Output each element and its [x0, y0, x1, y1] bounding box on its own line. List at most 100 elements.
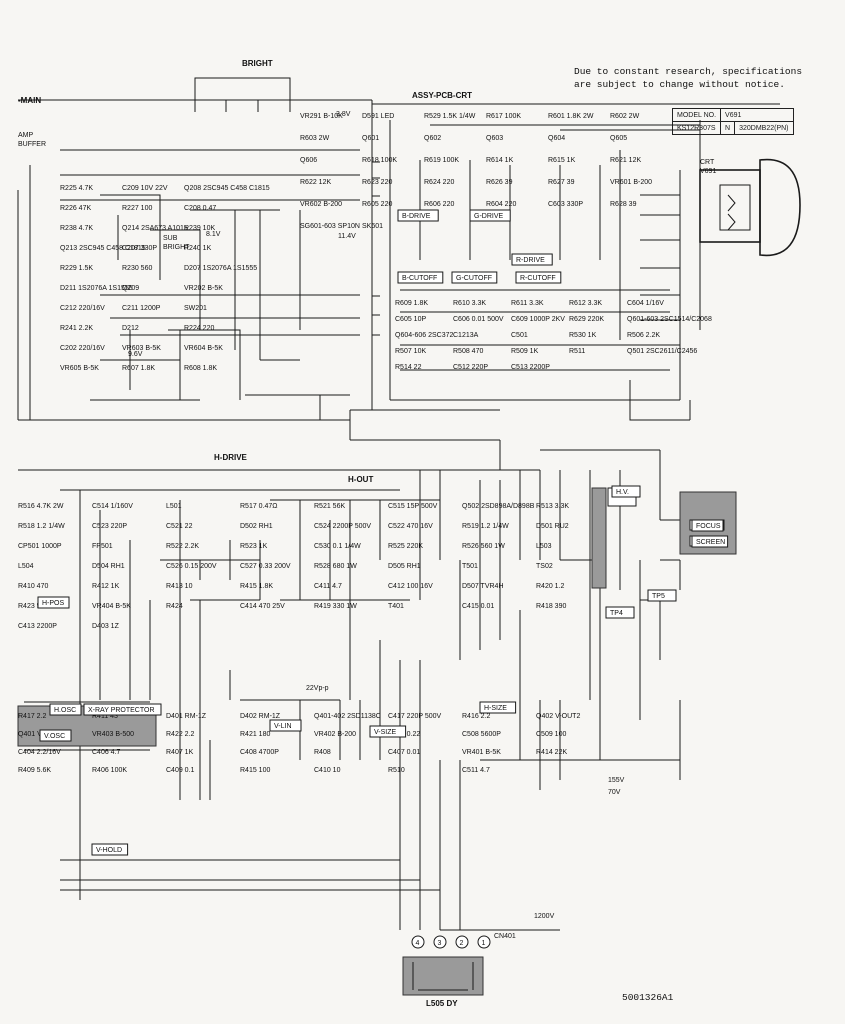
component-label: C521 22 — [166, 523, 193, 530]
component-label: R602 2W — [610, 113, 640, 120]
deflection-yoke — [402, 956, 484, 996]
section-bright: BRIGHT — [163, 244, 190, 251]
component-label: VR604 B-5K — [184, 345, 223, 352]
component-label: R522 2.2K — [166, 543, 199, 550]
component-label: R621 12K — [610, 157, 641, 164]
component-label: VR603 B-5K — [122, 345, 161, 352]
component-label: R614 1K — [486, 157, 514, 164]
component-label: D505 RH1 — [388, 563, 421, 570]
component-label: C415 0.01 — [462, 603, 494, 610]
component-label: C417 220P 500V — [388, 713, 442, 720]
component-label: R530 1K — [569, 332, 597, 339]
section-h-out: H-OUT — [348, 475, 373, 484]
component-label: R622 12K — [300, 179, 331, 186]
component-label: R240 1K — [184, 245, 212, 252]
component-label: Q213 2SC945 C458 C1815 — [60, 245, 146, 252]
component-label: Q402 V-OUT2 — [536, 713, 580, 720]
component-label: C522 470 16V — [388, 523, 433, 530]
component-label: R421 180 — [240, 731, 270, 738]
box-frame — [49, 703, 82, 716]
component-label: C605 10P — [395, 316, 426, 323]
component-label: C212 220/16V — [60, 305, 105, 312]
component-label: SW201 — [184, 305, 207, 312]
component-label: R410 470 — [18, 583, 48, 590]
component-label: C411 4.7 — [314, 583, 342, 590]
component-label: R415 1.8K — [240, 583, 273, 590]
component-label: Q606 — [300, 157, 317, 164]
crt-label: CRT — [700, 159, 715, 166]
box-label: FOCUS — [696, 523, 721, 530]
component-label: R411 43 — [92, 713, 118, 720]
component-label: C501 — [511, 332, 528, 339]
component-label: C508 5600P — [462, 731, 501, 738]
component-label: R417 2.2 — [18, 713, 47, 720]
component-label: R526 560 1W — [462, 543, 505, 550]
component-label: R626 39 — [486, 179, 513, 186]
component-label: C524 2200P 500V — [314, 523, 371, 530]
component-label: Q601-603 2SC1514/C2068 — [627, 316, 712, 323]
connector-cn401: CN401 — [494, 933, 516, 940]
component-label: Q605 — [610, 135, 627, 142]
component-label: FP501 — [92, 543, 113, 550]
component-label: D212 — [122, 325, 139, 332]
component-label: C404 2.2/16V — [18, 749, 61, 756]
section-main: -MAIN — [18, 96, 41, 105]
component-label: R406 100K — [92, 767, 127, 774]
component-label: C207 330P — [122, 245, 157, 252]
box-label: TP5 — [652, 593, 665, 600]
crt-tube — [699, 158, 801, 257]
voltage-label: 1200V — [534, 913, 555, 920]
voltage-label: 3.8V — [336, 111, 351, 118]
box-label: B-DRIVE — [402, 213, 431, 220]
component-label: VR291 B-10K — [300, 113, 343, 120]
component-label: R514 22 — [395, 364, 422, 371]
box-frame — [691, 535, 729, 548]
component-label: T501 — [462, 563, 478, 570]
component-label: D502 RH1 — [240, 523, 273, 530]
box-label: R-CUTOFF — [520, 275, 556, 282]
box-frame — [647, 589, 677, 602]
flyback-transformer — [591, 487, 637, 589]
box-label: X-RAY PROTECTOR — [88, 707, 155, 714]
component-label: C603 330P — [548, 201, 583, 208]
component-label: T401 — [388, 603, 404, 610]
component-label: Q209 — [122, 285, 139, 292]
diagram-code: 5001326A1 — [622, 992, 674, 1003]
voltage-label: 155V — [608, 777, 625, 784]
component-label: R525 220K — [388, 543, 423, 550]
section-amp: AMP — [18, 132, 34, 139]
voltage-label: 70V — [608, 789, 621, 796]
voltage-label: 22Vp-p — [306, 685, 329, 692]
component-label: C609 1000P 2KV — [511, 316, 565, 323]
wiring — [17, 77, 780, 931]
component-label: R623 220 — [362, 179, 392, 186]
component-label: R408 — [314, 749, 331, 756]
box-label: V.OSC — [44, 733, 65, 740]
component-label: R617 100K — [486, 113, 521, 120]
crt-model: V691 — [700, 168, 716, 175]
connector-pin — [411, 935, 425, 949]
component-label: R518 1.2 1/4W — [18, 523, 65, 530]
component-label: L501 — [166, 503, 182, 510]
component-label: C1213A — [453, 332, 479, 339]
component-label: R414 22K — [536, 749, 567, 756]
box-label: H.V. — [616, 489, 629, 496]
notice-line-1: Due to constant research, specifications — [574, 66, 803, 77]
connector-pin-number: 2 — [460, 940, 464, 947]
component-label: Q214 2SA673 A1015 — [122, 225, 188, 232]
component-label: C606 0.01 500V — [453, 316, 504, 323]
component-label: R610 3.3K — [453, 300, 486, 307]
component-label: VR601 B-200 — [610, 179, 652, 186]
component-label: R612 3.3K — [569, 300, 602, 307]
component-label: VR602 B-200 — [300, 201, 342, 208]
component-label: Q601 — [362, 135, 379, 142]
component-label: R609 1.8K — [395, 300, 428, 307]
component-label: VR401 B-5K — [462, 749, 501, 756]
box-frame — [451, 271, 498, 284]
voltage-label: 11.4V — [338, 233, 356, 240]
section-buffer: BUFFER — [18, 141, 46, 148]
component-label: D591 LED — [362, 113, 394, 120]
component-label: C412 100 16V — [388, 583, 433, 590]
box-label: B-CUTOFF — [402, 275, 437, 282]
